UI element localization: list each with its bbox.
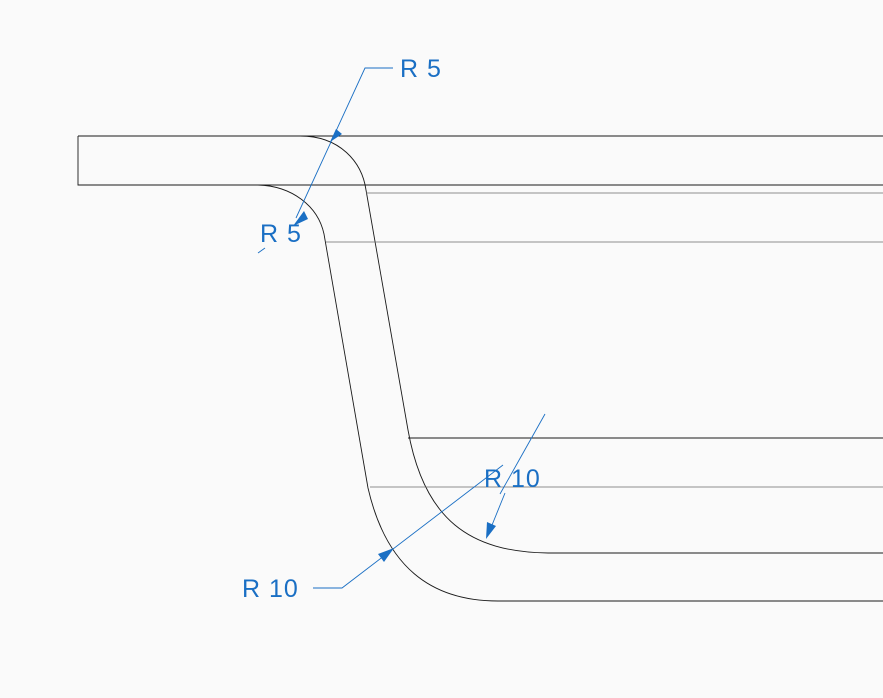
r5-top-arrowhead — [330, 129, 342, 142]
r5-top-label: R 5 — [400, 55, 442, 83]
r5-inner-label: R 5 — [260, 220, 302, 248]
profile-inner-bend-upper — [257, 184, 883, 602]
r5-inner-arrowhead — [293, 211, 308, 226]
profile-left-end — [77, 136, 883, 186]
r10-outer-leader — [313, 464, 504, 589]
r10-inner-label: R 10 — [484, 465, 541, 493]
dimension-r10-inner: R 10 — [484, 413, 546, 539]
dimension-r5-inner: R 5 — [257, 211, 308, 254]
r10-inner-leader — [499, 413, 546, 495]
r5-top-leader — [295, 67, 393, 219]
dimension-r10-outer: R 10 — [242, 464, 504, 603]
r10-inner-arrowhead — [486, 522, 496, 539]
dimension-r5-top: R 5 — [295, 55, 442, 219]
bend-tangent-lines — [326, 192, 883, 488]
r10-outer-label: R 10 — [242, 575, 299, 603]
r10-outer-arrowhead — [378, 548, 394, 562]
r5-inner-tick — [257, 247, 266, 254]
profile-outer-bend-upper — [299, 135, 883, 554]
part-profile — [77, 135, 883, 602]
